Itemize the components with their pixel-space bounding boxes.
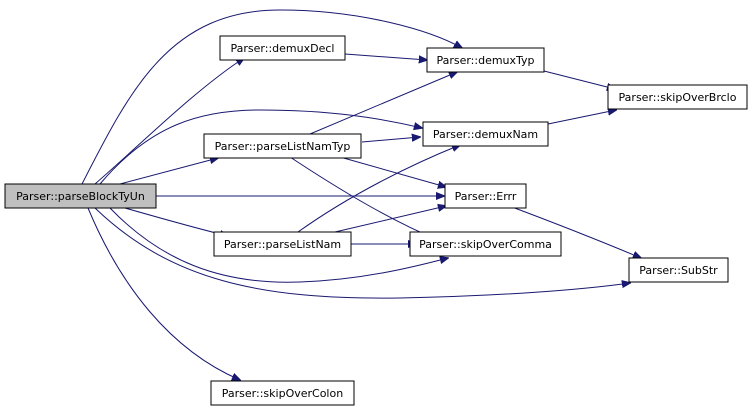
node-demuxNam[interactable]: Parser::demuxNam	[422, 121, 549, 147]
edge-parseBlockTyUn-skipOverComma	[109, 207, 448, 283]
node-label: Parser::demuxNam	[433, 128, 538, 141]
edge-demuxTyp-skipOverBrclo	[543, 70, 615, 89]
node-label: Parser::parseListNam	[224, 238, 341, 251]
node-parseListNam[interactable]: Parser::parseListNam	[213, 231, 352, 257]
node-label: Parser::skipOverComma	[419, 238, 552, 251]
edge-parseBlockTyUn-demuxNam	[99, 109, 422, 185]
edge-parseBlockTyUn-parseListNam	[124, 207, 228, 236]
edge-parseListNamTyp-skipOverComma	[289, 156, 438, 240]
node-label: Parser::skipOverBrclo	[619, 91, 737, 104]
edge-parseBlockTyUn-skipOverColon	[87, 207, 240, 380]
edges	[81, 9, 641, 380]
edge-demuxDecl-demuxTyp	[344, 53, 427, 60]
node-demuxDecl[interactable]: Parser::demuxDecl	[219, 35, 346, 61]
node-label: Parser::parseBlockTyUn	[16, 190, 145, 203]
node-skipOverColon[interactable]: Parser::skipOverColon	[210, 380, 355, 406]
edge-parseBlockTyUn-parseListNamTyp	[119, 158, 218, 185]
edge-parseBlockTyUn-demuxTyp	[81, 9, 462, 185]
edge-parseListNam-demuxNam	[297, 145, 460, 233]
node-label: Parser::parseListNamTyp	[215, 140, 351, 153]
node-skipOverBrclo[interactable]: Parser::skipOverBrclo	[607, 84, 748, 110]
node-label: Parser::demuxTyp	[436, 54, 534, 67]
node-errr[interactable]: Parser::Errr	[444, 183, 527, 209]
edge-parseListNam-errr	[334, 206, 446, 233]
node-label: Parser::SubStr	[639, 264, 718, 277]
edge-demuxNam-skipOverBrclo	[547, 110, 616, 125]
node-label: Parser::Errr	[455, 190, 517, 203]
node-demuxTyp[interactable]: Parser::demuxTyp	[426, 47, 545, 73]
node-parseBlockTyUn[interactable]: Parser::parseBlockTyUn	[4, 183, 157, 209]
node-label: Parser::demuxDecl	[231, 42, 335, 55]
edge-parseBlockTyUn-subStr	[94, 207, 630, 299]
node-skipOverComma[interactable]: Parser::skipOverComma	[409, 231, 562, 257]
edge-parseListNamTyp-demuxNam	[361, 137, 420, 143]
edge-parseListNamTyp-demuxTyp	[309, 72, 457, 135]
node-parseListNamTyp[interactable]: Parser::parseListNamTyp	[203, 133, 362, 159]
edge-errr-subStr	[511, 206, 641, 258]
edge-parseListNamTyp-errr	[339, 156, 446, 187]
node-subStr[interactable]: Parser::SubStr	[628, 257, 729, 283]
node-label: Parser::skipOverColon	[222, 387, 343, 400]
edge-parseBlockTyUn-demuxDecl	[94, 58, 244, 185]
